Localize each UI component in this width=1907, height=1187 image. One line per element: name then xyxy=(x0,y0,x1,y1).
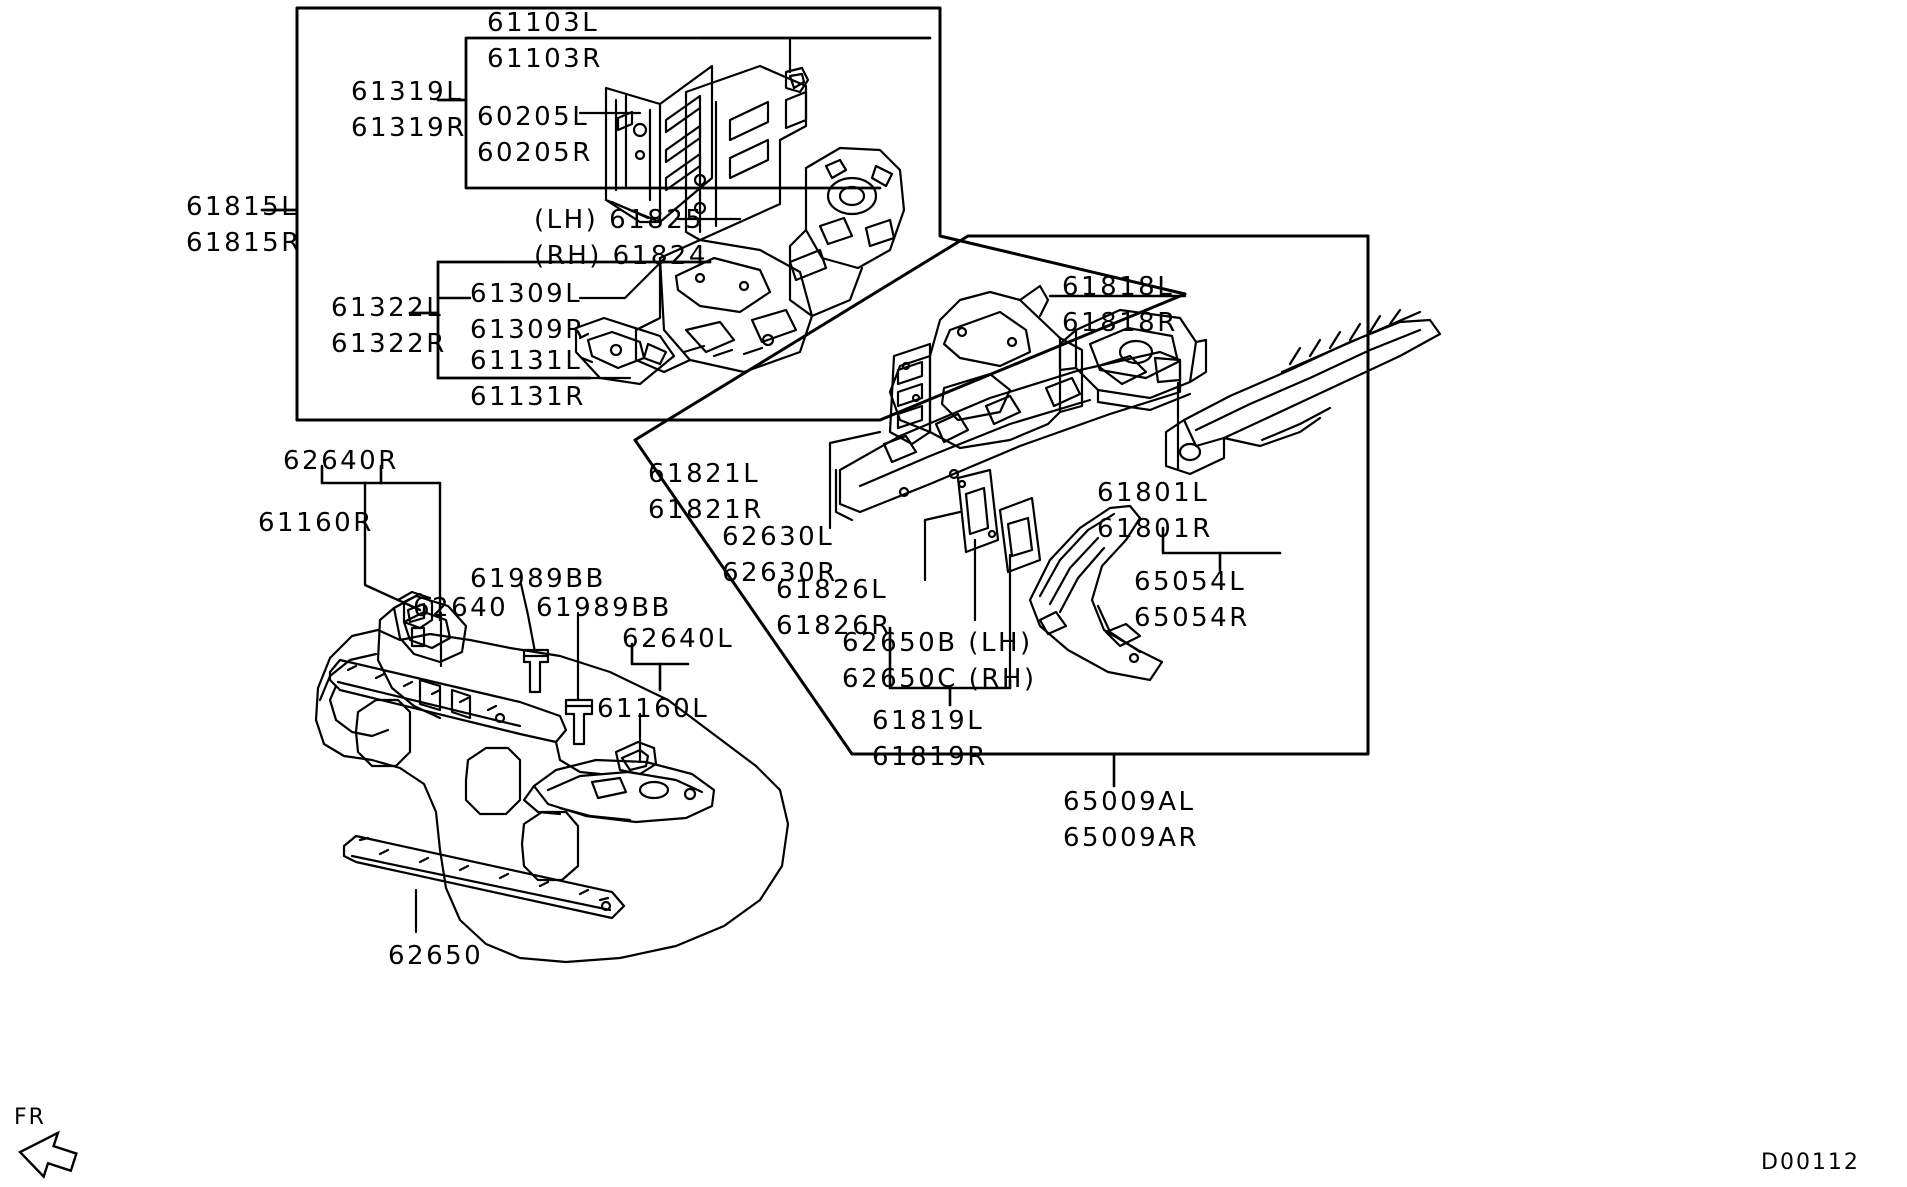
part-61819-side-member xyxy=(834,350,1182,522)
part-61821-plate xyxy=(888,342,932,446)
part-label-61989BB-2: 61989BB xyxy=(536,593,672,623)
part-label-62650: 62650 xyxy=(388,941,484,971)
part-label-60205R: 60205R xyxy=(477,138,593,168)
part-label-62630L: 62630L xyxy=(722,522,835,552)
part-label-61103L: 61103L xyxy=(487,8,600,38)
part-label-61160R: 61160R xyxy=(258,508,374,538)
part-label-65009AR: 65009AR xyxy=(1063,823,1200,853)
part-label-61815L: 61815L xyxy=(186,192,299,222)
part-65054-rail xyxy=(1164,308,1442,476)
part-label-61989BB-1: 61989BB xyxy=(470,564,606,594)
part-label-61801L: 61801L xyxy=(1097,478,1210,508)
part-label-62650C-rh: 62650C (RH) xyxy=(842,664,1037,694)
part-61131-bracket xyxy=(574,316,676,386)
leader-61103 xyxy=(698,36,792,74)
drawing-code-label: D00112 xyxy=(1761,1150,1860,1175)
part-label-61819L: 61819L xyxy=(872,706,985,736)
part-label-62630R: 62630R xyxy=(722,558,838,588)
part-61989BB-bolt-1 xyxy=(522,648,550,694)
part-61319-rail xyxy=(684,64,808,242)
part-label-61131L: 61131L xyxy=(470,346,583,376)
part-label-65009AL: 65009AL xyxy=(1063,787,1196,817)
part-62640-upper-bar xyxy=(328,658,602,776)
part-61825-strut-tower xyxy=(788,146,906,318)
part-61160L-bracket xyxy=(614,740,658,776)
bracket-65054 xyxy=(1161,526,1282,555)
fr-arrow-icon xyxy=(18,1130,78,1179)
part-62630-plate xyxy=(998,496,1042,574)
part-61309-apron xyxy=(634,238,814,374)
part-62650-lower-bar xyxy=(342,834,626,920)
part-label-61103R: 61103R xyxy=(487,44,603,74)
panel-upper-left-outline xyxy=(295,6,1187,422)
part-label-61826L: 61826L xyxy=(776,575,889,605)
part-62650bc-support xyxy=(1028,504,1164,682)
part-label-65054L: 65054L xyxy=(1134,567,1247,597)
part-label-61322R: 61322R xyxy=(331,329,447,359)
part-label-61821L: 61821L xyxy=(648,459,761,489)
group-box-61319 xyxy=(464,36,932,190)
part-61103-clip xyxy=(784,66,810,94)
part-label-61309L: 61309L xyxy=(470,279,583,309)
part-label-62640: 62640 xyxy=(413,593,509,623)
part-61818-apron xyxy=(888,284,1084,450)
part-61801-bracket xyxy=(1058,308,1208,412)
part-label-61818L: 61818L xyxy=(1062,272,1175,302)
part-label-61131R: 61131R xyxy=(470,382,586,412)
part-label-61818R: 61818R xyxy=(1062,308,1178,338)
part-label-62650B-lh: 62650B (LH) xyxy=(842,628,1033,658)
part-62640R-hook xyxy=(376,594,468,720)
leader-61989bb-1 xyxy=(519,582,537,654)
part-label-61826R: 61826R xyxy=(776,611,892,641)
part-label-61319R: 61319R xyxy=(351,113,467,143)
part-label-61801R: 61801R xyxy=(1097,514,1213,544)
part-label-60205L: 60205L xyxy=(477,102,590,132)
panel-right-outline xyxy=(633,234,1370,756)
leader-61821 xyxy=(828,430,882,530)
leader-62630 xyxy=(923,510,962,582)
part-label-62640L: 62640L xyxy=(622,624,735,654)
part-61989BB-bolt-2 xyxy=(564,698,594,746)
part-label-61322L: 61322L xyxy=(331,293,444,323)
part-label-61160L: 61160L xyxy=(597,694,710,724)
part-label-61819R: 61819R xyxy=(872,742,988,772)
part-label-61824-rh: (RH) 61824 xyxy=(534,241,708,271)
part-label-62640R: 62640R xyxy=(283,446,399,476)
part-label-65054R: 65054R xyxy=(1134,603,1250,633)
fr-marker-label: FR xyxy=(14,1105,46,1130)
part-62640L-lower-arm xyxy=(522,758,716,824)
part-label-61319L: 61319L xyxy=(351,77,464,107)
bracket-62640L xyxy=(630,642,690,666)
part-label-61815R: 61815R xyxy=(186,228,302,258)
part-61826-bracket xyxy=(956,468,1000,554)
part-label-61825-lh: (LH) 61825 xyxy=(534,205,705,235)
leader-61309 xyxy=(578,256,667,300)
part-label-61821R: 61821R xyxy=(648,495,764,525)
part-label-61309R: 61309R xyxy=(470,315,586,345)
